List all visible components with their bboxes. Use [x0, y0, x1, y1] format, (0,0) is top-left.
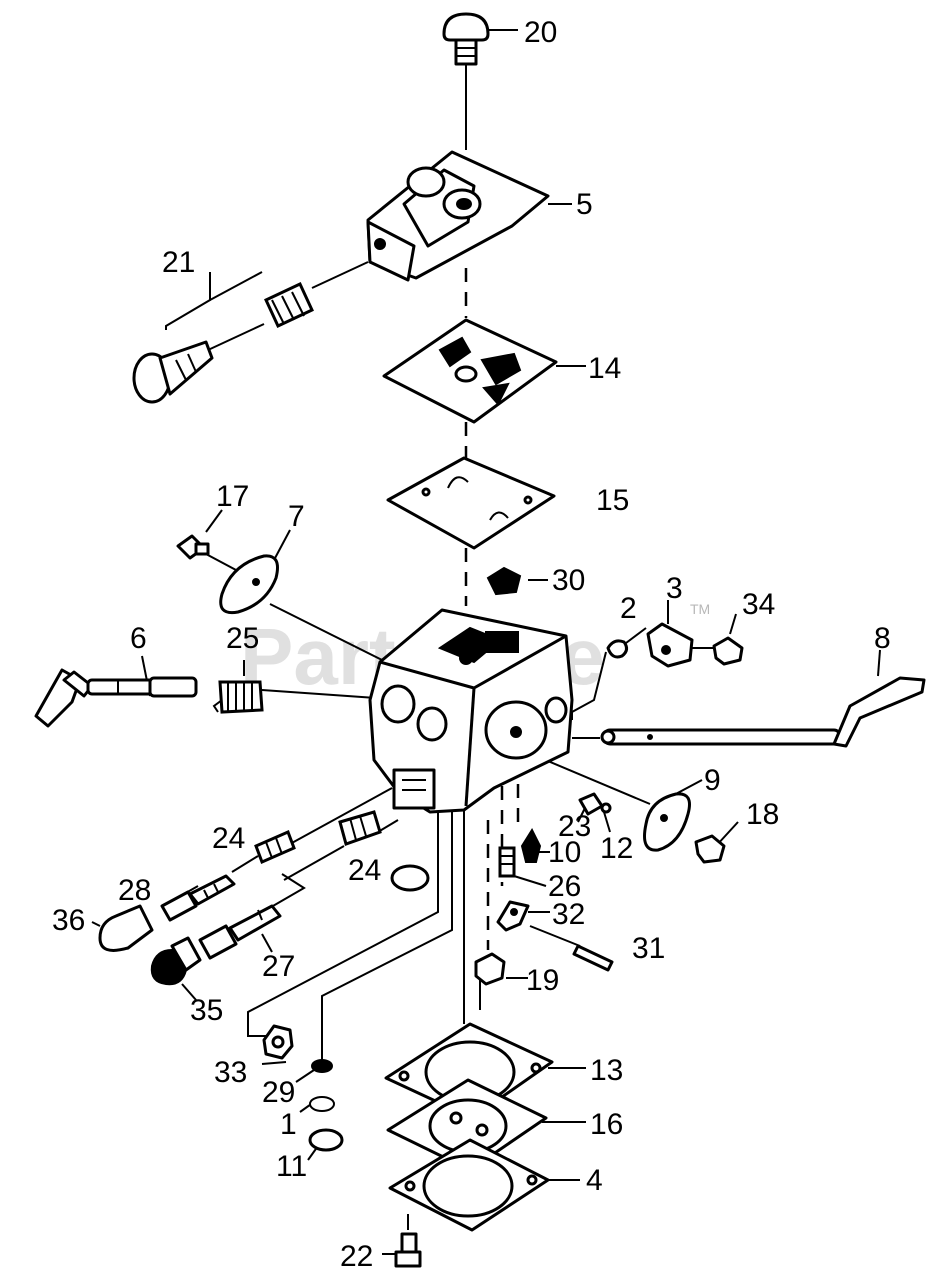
callout-27: 27	[262, 950, 295, 983]
pin-31-icon	[572, 944, 614, 972]
ball-12-icon	[600, 802, 612, 814]
limiter-35-icon	[150, 936, 202, 986]
e-clip-2-icon	[606, 639, 629, 659]
choke-plate-7-icon	[219, 554, 279, 615]
inlet-screen-30-icon	[486, 566, 522, 596]
plug-11-icon	[308, 1128, 344, 1152]
callout-11: 11	[276, 1150, 307, 1183]
screw-34-icon	[712, 636, 744, 666]
callout-25: 25	[226, 622, 259, 655]
callout-12: 12	[600, 832, 633, 865]
callout-36: 36	[52, 904, 85, 937]
needle-valve-10-icon	[520, 827, 542, 863]
needle-27-icon	[198, 904, 282, 960]
callout-13: 13	[590, 1054, 623, 1087]
callout-7: 7	[288, 500, 305, 533]
callout-30: 30	[552, 564, 585, 597]
callout-35: 35	[190, 994, 223, 1027]
leader-lines	[91, 29, 881, 1255]
callout-21: 21	[162, 246, 195, 279]
metering-lever-32-icon	[496, 900, 530, 932]
callout-24b: 24	[348, 854, 381, 887]
spring-26-icon	[498, 846, 516, 878]
screw-21-icon	[132, 340, 214, 404]
ring-1-icon	[309, 1096, 335, 1112]
callout-1: 1	[280, 1108, 297, 1141]
throttle-shaft-8-icon	[600, 676, 926, 748]
callout-16: 16	[590, 1108, 623, 1141]
screw-19-icon	[474, 952, 506, 986]
spring-25-icon	[212, 680, 264, 714]
callout-34: 34	[742, 588, 775, 621]
callout-2: 2	[620, 592, 637, 625]
callout-3: 3	[666, 572, 683, 605]
choke-shaft-6-icon	[34, 668, 198, 728]
cover-4-icon	[388, 1138, 550, 1232]
lever-3-icon	[646, 622, 694, 668]
callout-4: 4	[586, 1164, 603, 1197]
carburetor-body-icon	[368, 608, 574, 814]
screw-17-icon	[176, 534, 210, 560]
callout-28: 28	[118, 874, 151, 907]
callout-9: 9	[704, 764, 721, 797]
callout-14: 14	[588, 352, 621, 385]
callout-24a: 24	[212, 822, 245, 855]
callout-18: 18	[746, 798, 779, 831]
callout-32: 32	[552, 898, 585, 931]
callout-8: 8	[874, 622, 891, 655]
spring-21-icon	[264, 281, 314, 329]
callout-10: 10	[548, 836, 581, 869]
callout-33: 33	[214, 1056, 247, 1089]
pump-cover-5-icon	[366, 150, 550, 282]
callout-19: 19	[526, 964, 559, 997]
screen-29-icon	[311, 1059, 333, 1073]
callout-23: 23	[558, 810, 591, 843]
callout-5: 5	[576, 188, 593, 221]
watermark-trademark: TM	[690, 601, 710, 617]
throttle-plate-9-icon	[643, 792, 691, 852]
callout-22: 22	[340, 1240, 373, 1273]
limiter-cap-36-icon	[98, 904, 154, 952]
callout-29: 29	[262, 1076, 295, 1109]
spring-24b-icon	[338, 810, 382, 846]
callout-labels: 20 5 21 14 15 17 7 30 3 34 2 8 6 25 9 18…	[52, 16, 891, 1273]
callout-26: 26	[548, 870, 581, 903]
spring-24a-icon	[254, 829, 296, 865]
screw-20-icon	[442, 12, 490, 66]
gasket-14-icon	[382, 318, 558, 424]
callout-15: 15	[596, 484, 629, 517]
screw-22-icon	[394, 1232, 422, 1268]
callout-17: 17	[216, 480, 249, 513]
needle-28-icon	[160, 874, 236, 922]
callout-31: 31	[632, 932, 665, 965]
nut-33-icon	[262, 1024, 294, 1060]
callout-6: 6	[130, 622, 147, 655]
callout-20: 20	[524, 16, 557, 49]
welch-plug-icon	[390, 864, 430, 892]
screw-18-icon	[694, 834, 726, 864]
diaphragm-15-icon	[386, 456, 556, 550]
